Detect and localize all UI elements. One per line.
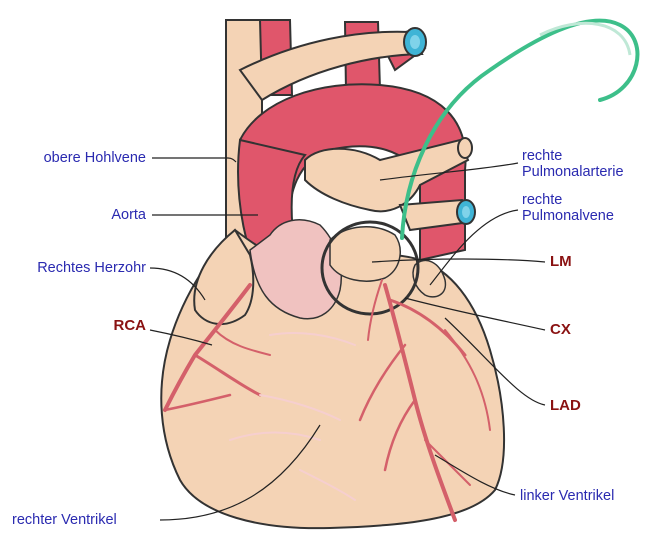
pulmonary-artery-opening <box>458 138 472 158</box>
label-lm: LM <box>550 254 572 270</box>
label-lad: LAD <box>550 398 581 414</box>
label-rca: RCA <box>60 318 146 334</box>
left-main-region <box>330 227 400 281</box>
label-rechter-ventrikel: rechter Ventrikel <box>12 512 117 528</box>
label-rechte-pulmonalvene-1: rechte <box>522 192 562 208</box>
label-rechte-pulmonalarterie-2: Pulmonalarterie <box>522 164 624 180</box>
label-linker-ventrikel: linker Ventrikel <box>520 488 614 504</box>
label-rechte-pulmonalarterie-1: rechte <box>522 148 562 164</box>
label-cx: CX <box>550 322 571 338</box>
label-rechte-pulmonalvene-2: Pulmonalvene <box>522 208 614 224</box>
right-atrial-appendage <box>194 230 253 324</box>
label-aorta: Aorta <box>16 207 146 223</box>
label-obere-hohlvene: obere Hohlvene <box>16 150 146 166</box>
label-rechtes-herzohr: Rechtes Herzohr <box>10 260 146 276</box>
